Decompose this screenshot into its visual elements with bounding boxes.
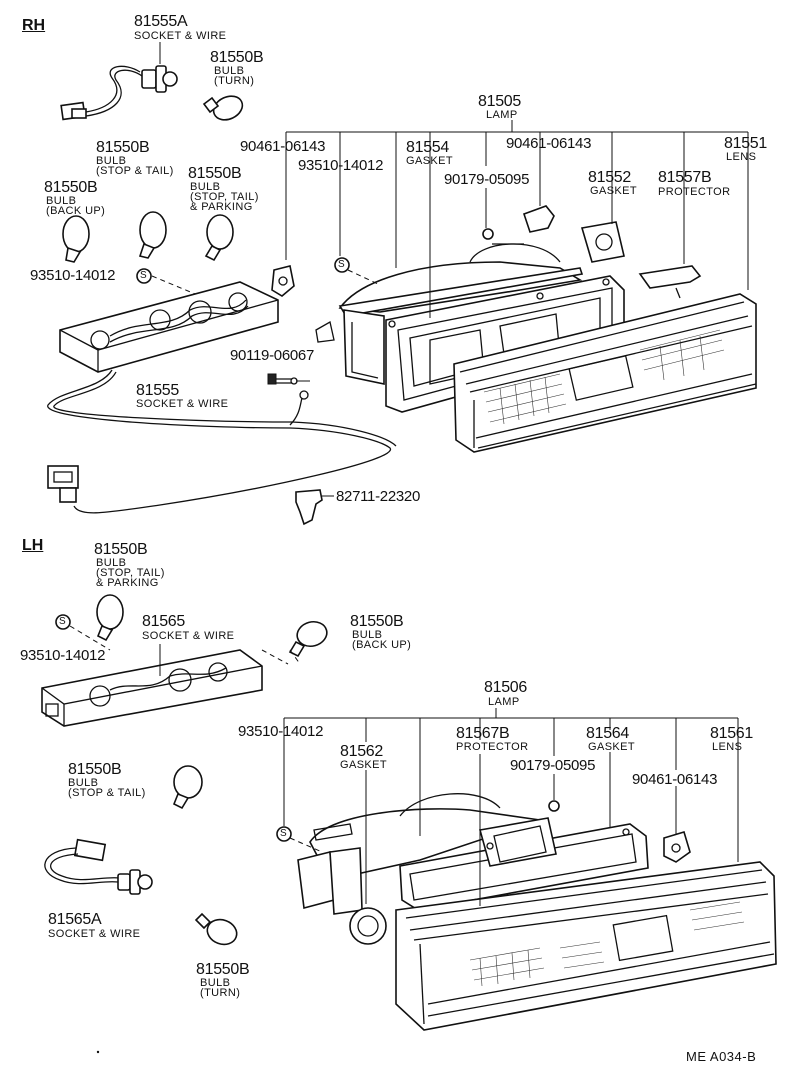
- part-name-bulb-backup-lh: BULB: [352, 629, 383, 641]
- screw-symbol-rh-b: [334, 257, 350, 273]
- part-number-81557b: 81557B: [658, 169, 712, 186]
- part-number-93510-rh-b: 93510-14012: [298, 157, 384, 174]
- part-number-bulb-turn-lh: 81550B: [196, 961, 250, 978]
- part-number-81505: 81505: [478, 93, 521, 110]
- part-number-90461-lh: 90461-06143: [632, 771, 718, 788]
- part-number-bulb-parking-lh: 81550B: [94, 541, 148, 558]
- bulb-backup-lh-drawing: [288, 620, 328, 658]
- section-label-lh: LH: [22, 537, 44, 554]
- part-name-bulb-turn-rh: BULB: [214, 65, 245, 77]
- part-desc-bulb-stoptail-rh: (STOP & TAIL): [96, 165, 174, 177]
- clip-82711-drawing: [295, 489, 330, 526]
- part-name-81564: GASKET: [588, 741, 636, 753]
- screw-symbol-lh-b: [276, 826, 292, 842]
- part-number-81555a: 81555A: [134, 13, 188, 30]
- part-number-90461-rh-b: 90461-06143: [506, 135, 592, 152]
- bulb-turn-rh-drawing: [202, 95, 244, 121]
- part-name-81557b: PROTECTOR: [658, 186, 731, 198]
- part-name-bulb-parking-lh: BULB: [96, 557, 127, 569]
- part-name-bulb-backup-rh: BULB: [46, 195, 77, 207]
- part-number-bulb-stoptail-rh: 81550B: [96, 139, 150, 156]
- bulb-stoptail-lh-drawing: [172, 765, 203, 810]
- part-name-bulb-stoptail-lh: BULB: [68, 777, 99, 789]
- part-name-81555: SOCKET & WIRE: [136, 398, 229, 410]
- part-number-90179-rh: 90179-05095: [444, 171, 530, 188]
- part-name-bulb-parking-rh: BULB: [190, 181, 221, 193]
- socket-wire-81555a-drawing: [60, 65, 178, 121]
- connector-81555-drawing: [47, 465, 79, 503]
- socket-housing-81555-drawing: [59, 281, 279, 373]
- part-desc-bulb-backup-lh: (BACK UP): [352, 639, 412, 651]
- part-number-81567b: 81567B: [456, 725, 510, 742]
- part-number-bulb-parking-rh: 81550B: [188, 165, 242, 182]
- part-number-81561: 81561: [710, 725, 753, 742]
- part-desc2-bulb-parking-rh: & PARKING: [190, 201, 253, 213]
- part-name-81551: LENS: [726, 151, 757, 163]
- socket-housing-81565-drawing: [41, 649, 263, 727]
- part-name-bulb-turn-lh: BULB: [200, 977, 231, 989]
- part-desc-bulb-stoptail-lh: (STOP & TAIL): [68, 787, 146, 799]
- diagram-code: ME A034-B: [686, 1049, 757, 1064]
- part-number-90461-rh-a: 90461-06143: [240, 138, 326, 155]
- part-number-bulb-turn-rh: 81550B: [210, 49, 264, 66]
- part-number-93510-rh-a: 93510-14012: [30, 267, 116, 284]
- bulb-parking-lh-drawing: [96, 594, 124, 642]
- part-number-93510-lh-a: 93510-14012: [20, 647, 106, 664]
- part-desc-bulb-parking-rh: (STOP, TAIL): [190, 191, 259, 203]
- part-desc-bulb-backup-rh: (BACK UP): [46, 205, 106, 217]
- part-desc2-bulb-parking-lh: & PARKING: [96, 577, 159, 589]
- lamp-81505-drawing: [271, 205, 757, 453]
- part-name-81505: LAMP: [486, 109, 518, 121]
- part-name-bulb-stoptail-rh: BULB: [96, 155, 127, 167]
- part-number-81565: 81565: [142, 613, 185, 630]
- part-desc-bulb-parking-lh: (STOP, TAIL): [96, 567, 165, 579]
- screw-s-lh-a: S: [59, 616, 67, 627]
- part-number-82711: 82711-22320: [336, 488, 421, 505]
- part-desc-bulb-turn-lh: (TURN): [200, 987, 241, 999]
- part-desc-bulb-turn-rh: (TURN): [214, 75, 255, 87]
- part-number-81555: 81555: [136, 382, 179, 399]
- lamp-81506-drawing: [297, 793, 777, 1031]
- part-number-81552: 81552: [588, 169, 631, 186]
- part-name-81555a: SOCKET & WIRE: [134, 30, 227, 42]
- part-number-bulb-stoptail-lh: 81550B: [68, 761, 122, 778]
- bulb-turn-lh-drawing: [194, 912, 238, 946]
- screw-s-rh-b: S: [338, 259, 346, 270]
- part-name-81506: LAMP: [488, 696, 520, 708]
- part-number-81565a: 81565A: [48, 911, 102, 928]
- screw-s-rh-a: S: [140, 270, 148, 281]
- screw-90119-drawing: [267, 373, 298, 385]
- socket-wire-81565a-drawing: [44, 838, 153, 895]
- part-name-81554: GASKET: [406, 155, 454, 167]
- part-name-81561: LENS: [712, 741, 743, 753]
- part-name-81565a: SOCKET & WIRE: [48, 928, 141, 940]
- screw-s-lh-b: S: [280, 828, 288, 839]
- part-number-81554: 81554: [406, 139, 449, 156]
- part-number-81562: 81562: [340, 743, 383, 760]
- part-number-81551: 81551: [724, 135, 767, 152]
- screw-symbol-rh-a: [136, 268, 152, 284]
- part-number-93510-lh-b: 93510-14012: [238, 723, 324, 740]
- part-number-bulb-backup-lh: 81550B: [350, 613, 404, 630]
- part-number-81506: 81506: [484, 679, 527, 696]
- part-number-90119: 90119-06067: [230, 347, 315, 364]
- bulb-stoptail-rh-drawing: [138, 211, 167, 259]
- part-number-81564: 81564: [586, 725, 629, 742]
- part-name-81567b: PROTECTOR: [456, 741, 529, 753]
- part-name-81562: GASKET: [340, 759, 388, 771]
- part-name-81565: SOCKET & WIRE: [142, 630, 235, 642]
- section-label-rh: RH: [22, 17, 46, 34]
- part-number-bulb-backup-rh: 81550B: [44, 179, 98, 196]
- screw-symbol-lh-a: [55, 614, 71, 630]
- part-number-90179-lh: 90179-05095: [510, 757, 596, 774]
- bulb-parking-rh-drawing: [204, 214, 234, 262]
- part-name-81552: GASKET: [590, 185, 638, 197]
- bulb-backup-rh-drawing: [62, 215, 90, 263]
